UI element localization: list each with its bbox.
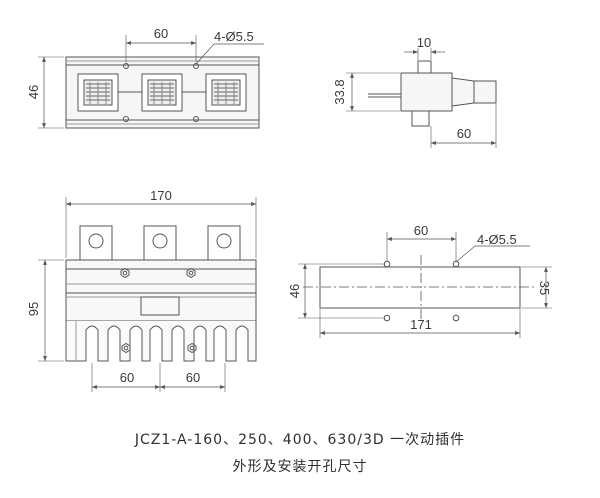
cutout-rectangle — [319, 266, 521, 309]
front-view-nameplate — [140, 296, 180, 316]
front-view-terminal-2 — [143, 225, 177, 261]
side-view-dim-width: 10 — [417, 35, 431, 50]
side-view-body — [400, 72, 453, 112]
cutout-dim-pitch: 60 — [414, 223, 428, 238]
side-view-dim-height: 33.8 — [332, 79, 347, 104]
side-view — [346, 48, 497, 148]
front-view — [38, 197, 257, 392]
front-view-mid-body — [65, 292, 257, 322]
front-view-terminal-1 — [79, 225, 113, 261]
caption-title: JCZ1-A-160、250、400、630/3D 一次动插件 — [134, 432, 466, 448]
front-view-nut — [186, 267, 196, 279]
front-view-nut — [187, 342, 197, 354]
top-view-dim-height: 46 — [26, 85, 41, 99]
cutout-dim-inner-height: 35 — [537, 281, 552, 295]
cutout-dim-holes: 4-Ø5.5 — [477, 232, 517, 247]
cutout-view — [298, 232, 552, 338]
top-view-dim-pitch: 60 — [154, 26, 168, 41]
cutout-hole — [452, 260, 460, 268]
top-view-dim-holes: 4-Ø5.5 — [214, 29, 254, 44]
cutout-dim-length: 171 — [410, 317, 432, 332]
top-view-hole — [123, 116, 129, 122]
front-view-dim-width: 170 — [150, 188, 172, 203]
front-view-terminal-3 — [207, 225, 241, 261]
top-view-contact-2 — [141, 73, 183, 112]
top-view-hole — [123, 63, 129, 69]
front-view-upper-body — [65, 259, 257, 294]
top-view-contact-3 — [205, 73, 247, 112]
top-view-contact-1 — [77, 73, 119, 112]
caption-subtitle: 外形及安装开孔尺寸 — [232, 459, 368, 475]
side-view-bottom-tab — [411, 110, 430, 127]
front-view-forks — [65, 321, 257, 362]
front-view-nut — [120, 267, 130, 279]
top-view — [38, 35, 264, 129]
top-view-hole — [193, 116, 199, 122]
cutout-hole — [383, 314, 391, 322]
cutout-hole — [452, 314, 460, 322]
side-view-top-tab — [417, 60, 432, 74]
side-view-dim-length: 60 — [457, 126, 471, 141]
front-view-dim-pitch-right: 60 — [186, 370, 200, 385]
front-view-dim-height: 95 — [26, 302, 41, 316]
front-view-nut — [121, 342, 131, 354]
cutout-hole — [383, 260, 391, 268]
cutout-dim-outer-height: 46 — [287, 284, 302, 298]
front-view-dim-pitch-left: 60 — [120, 370, 134, 385]
